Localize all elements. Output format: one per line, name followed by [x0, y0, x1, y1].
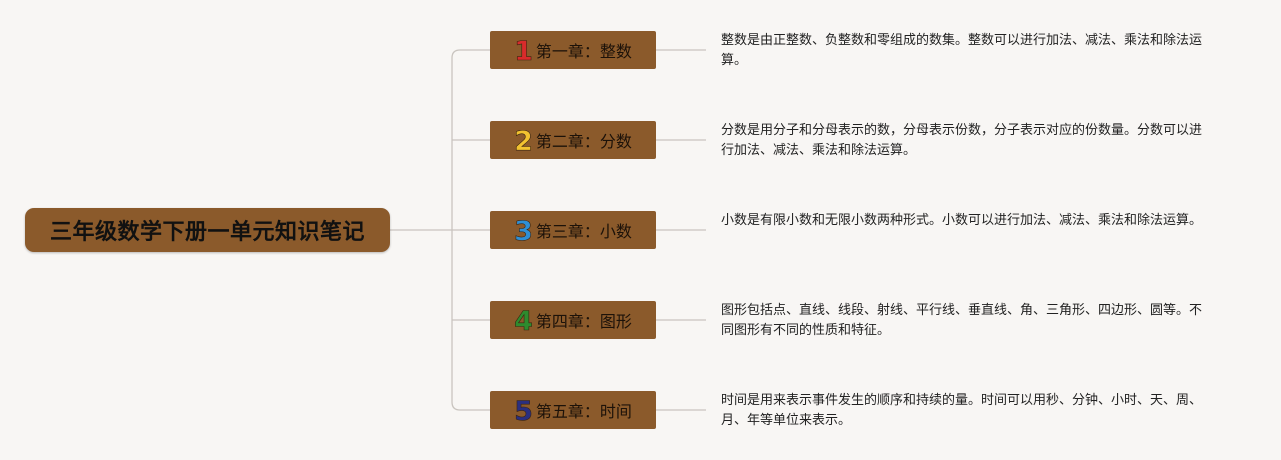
- chapter-title-3: 第三章：小数: [535, 222, 632, 241]
- chapter-note-5: 时间是用来表示事件发生的顺序和持续的量。时间可以用秒、分钟、小时、天、周、月、年…: [721, 393, 1203, 428]
- chapter-number-5: 5: [514, 395, 533, 427]
- chapter-note-3: 小数是有限小数和无限小数两种形式。小数可以进行加法、减法、乘法和除法运算。: [721, 213, 1203, 228]
- chapter-title-2: 第二章：分数: [535, 132, 632, 151]
- branch-connector-1: [451, 49, 490, 230]
- branch-connector-5: [451, 230, 490, 411]
- chapter-number-1: 1: [514, 35, 533, 67]
- chapter-node-4[interactable]: 4 第四章：图形: [490, 301, 656, 339]
- chapter-note-1: 整数是由正整数、负整数和零组成的数集。整数可以进行加法、减法、乘法和除法运算。: [721, 33, 1203, 68]
- chapter-node-3[interactable]: 3 第三章：小数: [490, 211, 656, 249]
- chapter-title-5: 第五章：时间: [535, 402, 632, 421]
- root-topic[interactable]: 三年级数学下册一单元知识笔记: [25, 208, 390, 252]
- chapter-node-2[interactable]: 2 第二章：分数: [490, 121, 656, 159]
- root-title: 三年级数学下册一单元知识笔记: [49, 220, 365, 245]
- chapter-title-1: 第一章：整数: [535, 42, 632, 61]
- chapter-node-1[interactable]: 1 第一章：整数: [490, 31, 656, 69]
- chapter-node-5[interactable]: 5 第五章：时间: [490, 391, 656, 429]
- chapter-note-4: 图形包括点、直线、线段、射线、平行线、垂直线、角、三角形、四边形、圆等。不同图形…: [721, 303, 1203, 338]
- chapter-note-2: 分数是用分子和分母表示的数，分母表示份数，分子表示对应的份数量。分数可以进行加法…: [721, 123, 1203, 158]
- chapter-number-2: 2: [514, 125, 533, 157]
- chapter-title-4: 第四章：图形: [535, 312, 632, 331]
- chapter-number-4: 4: [514, 305, 533, 337]
- chapter-number-3: 3: [514, 215, 533, 247]
